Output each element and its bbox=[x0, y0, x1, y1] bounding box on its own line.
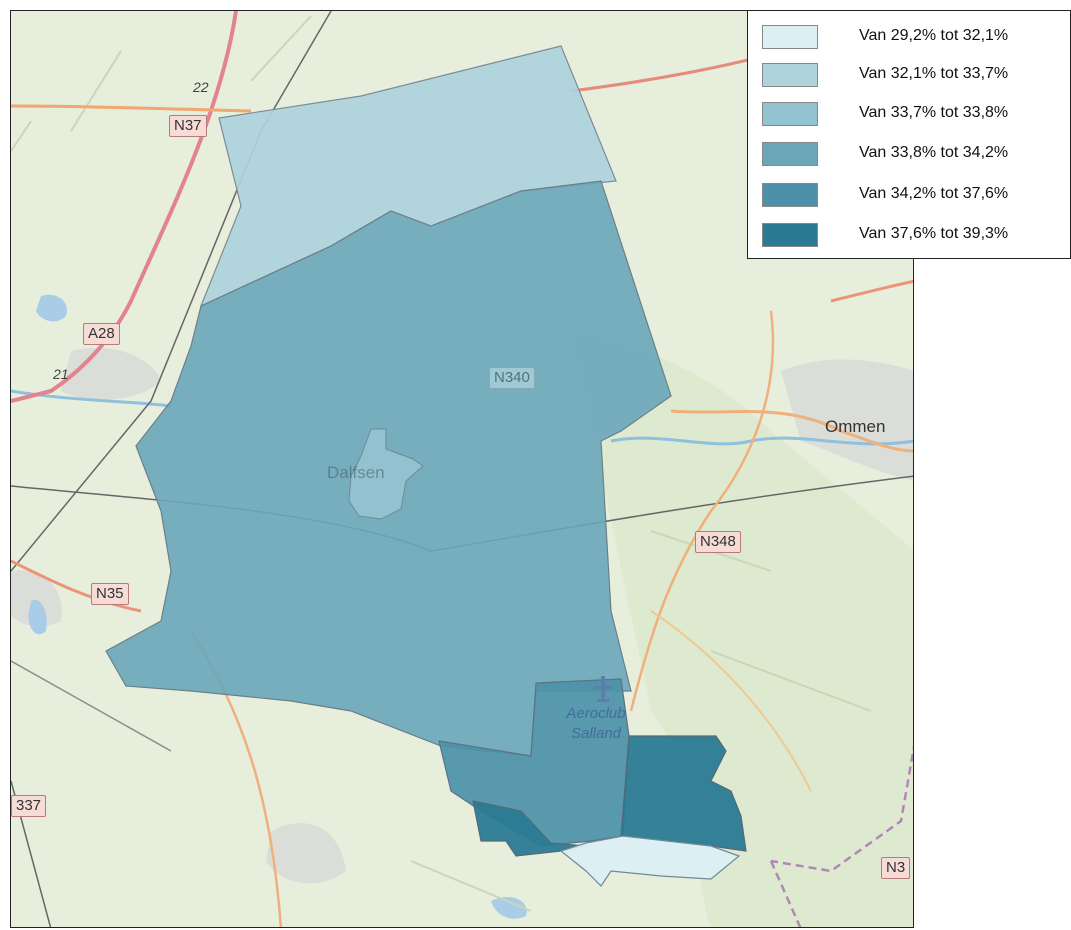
legend-swatch bbox=[762, 223, 818, 247]
legend-item: Van 29,2% tot 32,1% bbox=[762, 25, 1062, 51]
legend-item: Van 37,6% tot 39,3% bbox=[762, 223, 1062, 249]
airfield-label-line2: Salland bbox=[570, 725, 622, 742]
place-label-airfield: Aeroclub Salland bbox=[551, 704, 641, 744]
legend-swatch bbox=[762, 102, 818, 126]
legend-swatch bbox=[762, 25, 818, 49]
road-label-n348: N348 bbox=[695, 531, 741, 553]
road-label-n37: N37 bbox=[169, 115, 207, 137]
road-label-n340: N340 bbox=[489, 367, 535, 389]
choropleth-regions bbox=[105, 45, 747, 887]
legend-label: Van 34,2% tot 37,6% bbox=[859, 185, 1009, 202]
junction-label-21: 21 bbox=[53, 366, 69, 382]
legend-swatch bbox=[762, 183, 818, 207]
junction-label-22: 22 bbox=[193, 79, 209, 95]
region-south-light[interactable] bbox=[559, 835, 741, 887]
legend-label: Van 32,1% tot 33,7% bbox=[859, 65, 1009, 82]
legend-label: Van 33,7% tot 33,8% bbox=[859, 104, 1009, 121]
legend-label: Van 29,2% tot 32,1% bbox=[859, 27, 1009, 44]
road-label-337: 337 bbox=[11, 795, 47, 817]
legend-swatch bbox=[762, 63, 818, 87]
legend-item: Van 33,7% tot 33,8% bbox=[762, 102, 1062, 128]
airfield-label-line1: Aeroclub bbox=[566, 705, 626, 722]
place-label-ommen: Ommen bbox=[825, 417, 886, 436]
place-label-dalfsen: Dalfsen bbox=[327, 463, 385, 482]
region-dalfsen-core bbox=[348, 428, 424, 520]
road-label-n35: N35 bbox=[91, 583, 129, 605]
legend-item: Van 32,1% tot 33,7% bbox=[762, 63, 1062, 89]
airfield-icon bbox=[594, 676, 612, 702]
road-label-n3-edge: N3 bbox=[881, 857, 911, 879]
legend-label: Van 33,8% tot 34,2% bbox=[859, 144, 1009, 161]
legend-item: Van 33,8% tot 34,2% bbox=[762, 142, 1062, 168]
road-label-a28: A28 bbox=[83, 323, 120, 345]
legend-item: Van 34,2% tot 37,6% bbox=[762, 183, 1062, 209]
legend-swatch bbox=[762, 142, 818, 166]
map-legend: Van 29,2% tot 32,1% Van 32,1% tot 33,7% … bbox=[747, 10, 1071, 259]
legend-label: Van 37,6% tot 39,3% bbox=[859, 225, 1009, 242]
